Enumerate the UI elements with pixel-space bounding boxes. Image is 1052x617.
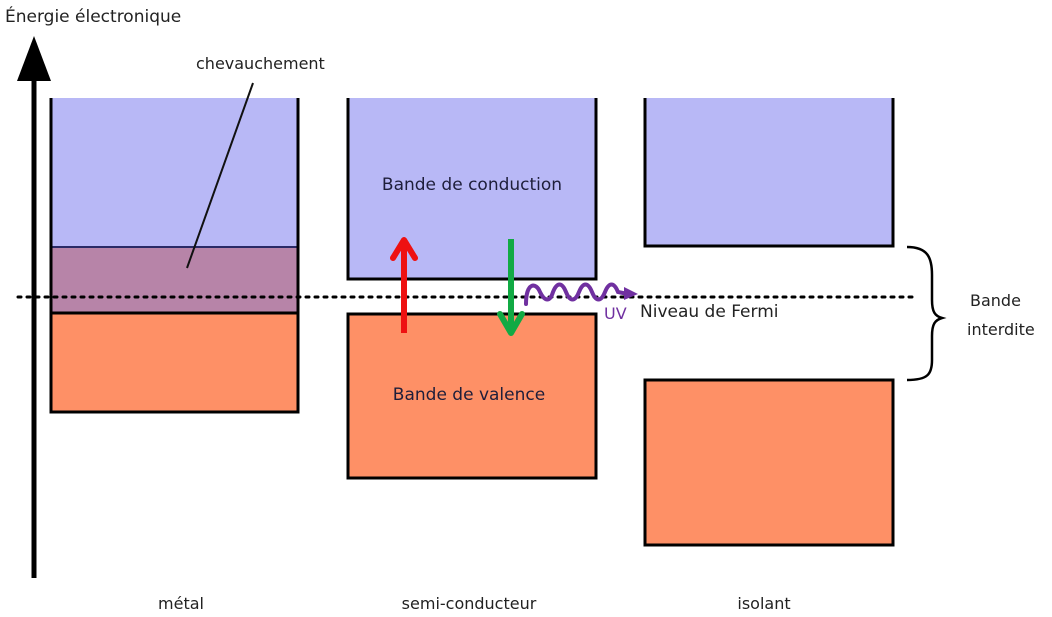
fermi-level-label: Niveau de Fermi (640, 302, 779, 322)
band-gap-label-line2: interdite (967, 320, 1035, 339)
semiconductor-column: Bande de conduction Bande de valence (346, 98, 598, 480)
insulator-conduction-band (645, 98, 893, 246)
band-gap-label-line1: Bande (970, 291, 1021, 310)
uv-label: UV (604, 304, 627, 323)
energy-axis-arrowhead (17, 36, 51, 81)
metal-valence-band (51, 313, 298, 412)
semiconductor-conduction-outline (346, 98, 598, 281)
metal-overlap-region (51, 247, 298, 313)
uv-arrowhead (624, 287, 638, 300)
material-label-metal: métal (158, 594, 204, 613)
uv-wave (524, 282, 630, 306)
metal-conduction-band (51, 98, 298, 247)
relaxation-arrowhead (497, 311, 525, 336)
overlap-label: chevauchement (196, 54, 325, 73)
excitation-arrow (390, 237, 418, 333)
conduction-band-label: Bande de conduction (382, 175, 562, 195)
valence-band-label: Bande de valence (393, 385, 545, 405)
overlap-pointer-line (186, 82, 254, 269)
uv-emission: UV (524, 282, 638, 323)
energy-axis-label: Énergie électronique (5, 5, 181, 27)
insulator-conduction-outline (643, 98, 895, 248)
metal-band-outline (49, 98, 300, 414)
excitation-arrowhead (390, 237, 418, 261)
semiconductor-conduction-band (348, 98, 596, 279)
band-gap-brace (906, 245, 947, 382)
metal-column (49, 98, 300, 414)
insulator-valence-band (643, 378, 895, 547)
material-label-insulator: isolant (737, 594, 790, 613)
material-label-semiconductor: semi-conducteur (402, 594, 537, 613)
relaxation-arrow (497, 239, 525, 336)
insulator-column (643, 98, 895, 547)
semiconductor-valence-band (346, 312, 598, 480)
